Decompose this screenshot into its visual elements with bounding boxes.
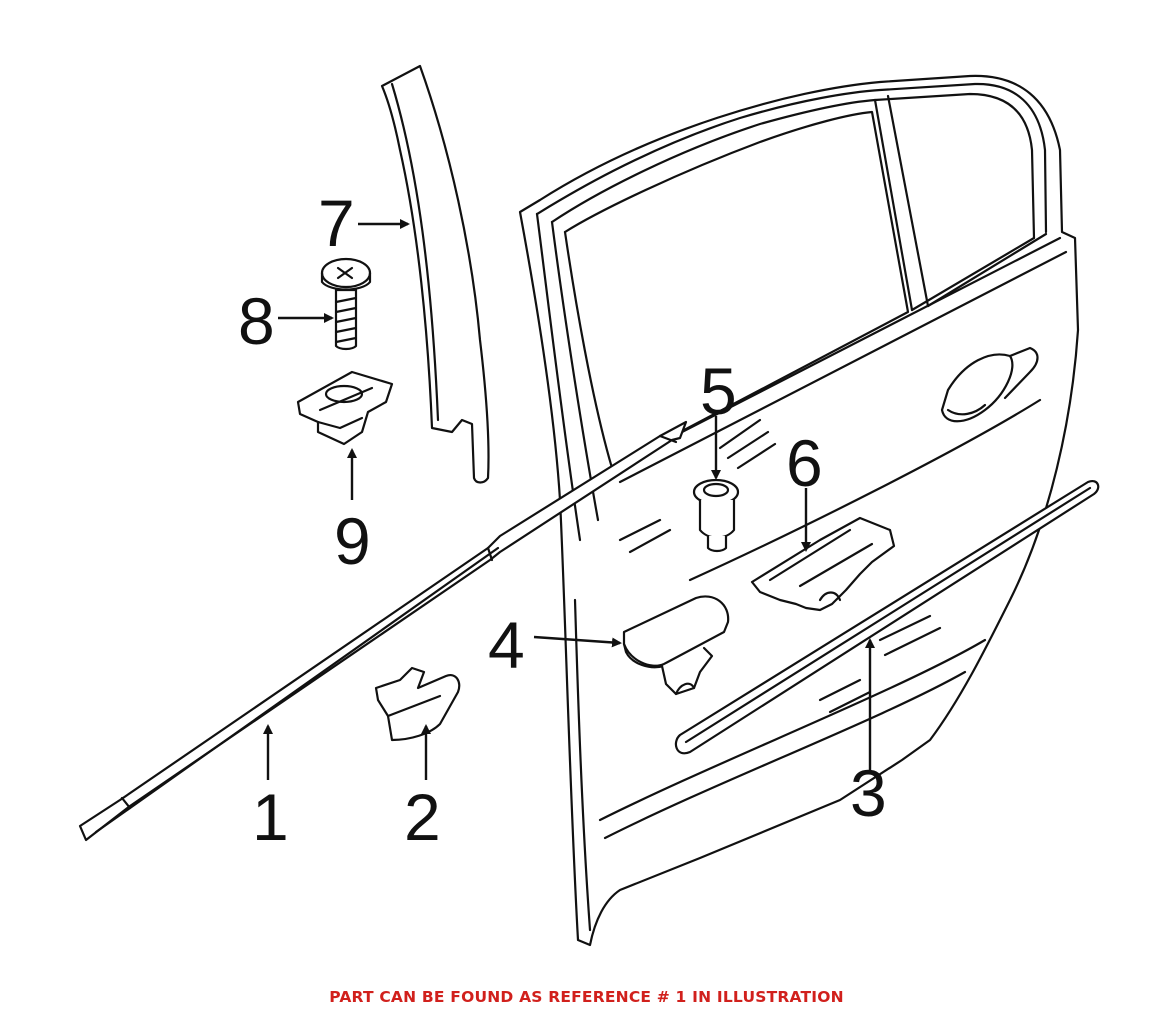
callout-label-8: 8 (238, 284, 275, 358)
part-4-clip (622, 595, 730, 696)
reference-note: PART CAN BE FOUND AS REFERENCE # 1 IN IL… (329, 988, 844, 1006)
part-6-clip-bracket (750, 516, 896, 612)
callout-label-3: 3 (850, 756, 887, 830)
part-9-clip (296, 370, 394, 446)
part-5-grommet (692, 478, 740, 553)
callout-label-6: 6 (786, 426, 823, 500)
part-7-pillar-trim (380, 64, 490, 484)
callout-label-9: 9 (334, 504, 371, 578)
callout-arrows (263, 219, 875, 780)
callout-label-2: 2 (404, 780, 441, 854)
part-8-screw (320, 257, 372, 351)
arrow-4 (533, 635, 622, 648)
part-1-belt-moulding (78, 420, 688, 842)
rear-door (518, 74, 1080, 947)
callout-label-1: 1 (252, 780, 289, 854)
callout-label-4: 4 (488, 608, 525, 682)
callout-label-5: 5 (700, 354, 737, 428)
callout-labels: 1 2 3 4 5 6 7 8 9 (238, 186, 887, 854)
part-3-door-moulding (674, 480, 1100, 755)
part-2-end-cap (374, 666, 461, 742)
callout-label-7: 7 (318, 186, 355, 260)
